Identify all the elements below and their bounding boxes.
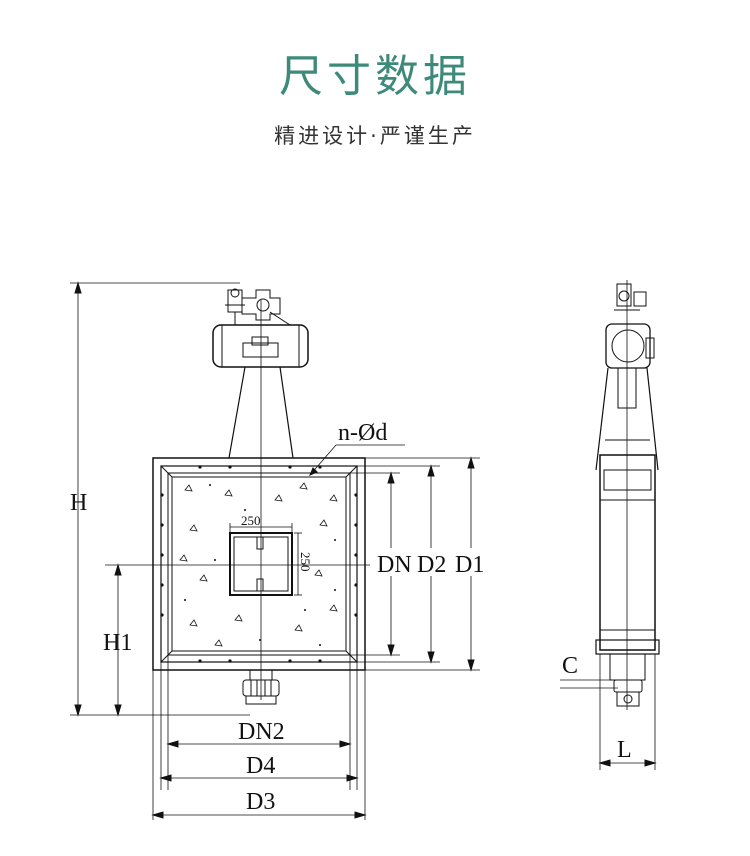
D1-label: D1 [455,552,484,578]
L-label: L [617,737,632,763]
page-title: 尺寸数据 [279,51,471,102]
n-phi-d-label: n-Ød [338,420,387,446]
DN-label: DN [377,552,412,578]
center-height-label: 250 [298,552,313,572]
C-label: C [562,653,578,679]
center-width-label: 250 [241,513,261,528]
actuator-icon [212,288,309,368]
D2-label: D2 [417,552,446,578]
DN2-label: DN2 [238,719,285,745]
D4-label: D4 [246,753,275,779]
bottom-coupling-icon [242,669,280,705]
H-label: H [70,490,87,516]
page-subtitle: 精进设计·严谨生产 [274,124,476,148]
H1-label: H1 [103,630,132,656]
D3-label: D3 [246,789,275,815]
side-view: C L [560,280,660,770]
front-view: 250 250 n-Ød H H1 [70,281,485,820]
